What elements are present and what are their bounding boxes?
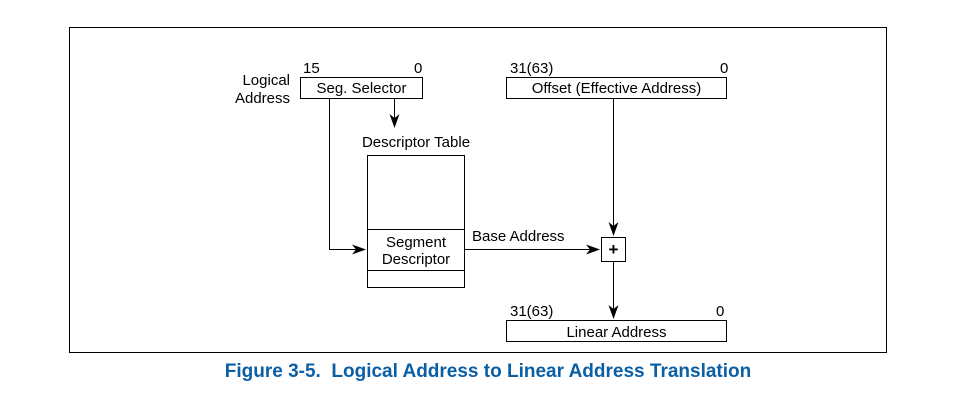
figure-frame bbox=[69, 27, 887, 353]
segment-descriptor-label-line1: Segment bbox=[386, 234, 447, 251]
adder-plus-icon: + bbox=[609, 240, 619, 259]
offset-box bbox=[506, 77, 727, 99]
adder-box bbox=[601, 237, 626, 262]
linear-address-label: Linear Address bbox=[566, 324, 666, 341]
logical-address-label-line1: Logical bbox=[242, 72, 290, 89]
seg-selector-label: Seg. Selector bbox=[316, 80, 406, 97]
base-address-label: Base Address bbox=[472, 228, 565, 245]
linear-address-box bbox=[506, 320, 727, 342]
linear-address-bit-low: 0 bbox=[716, 303, 724, 320]
descriptor-table-box bbox=[367, 155, 465, 288]
linear-address-bit-high: 31(63) bbox=[510, 303, 553, 320]
offset-label: Offset (Effective Address) bbox=[532, 80, 702, 97]
offset-bit-high: 31(63) bbox=[510, 60, 553, 77]
descriptor-table-title: Descriptor Table bbox=[362, 134, 470, 151]
seg-selector-box bbox=[300, 77, 423, 99]
figure-caption: Figure 3-5. Logical Address to Linear Ad… bbox=[224, 361, 752, 382]
selector-to-descriptor-arrow bbox=[329, 99, 366, 255]
seg-selector-bit-high: 15 bbox=[303, 60, 320, 77]
segment-descriptor-label-line2: Descriptor bbox=[382, 251, 450, 268]
seg-selector-bit-low: 0 bbox=[414, 60, 422, 77]
offset-bit-low: 0 bbox=[720, 60, 728, 77]
logical-address-label-line2: Address bbox=[235, 90, 290, 107]
